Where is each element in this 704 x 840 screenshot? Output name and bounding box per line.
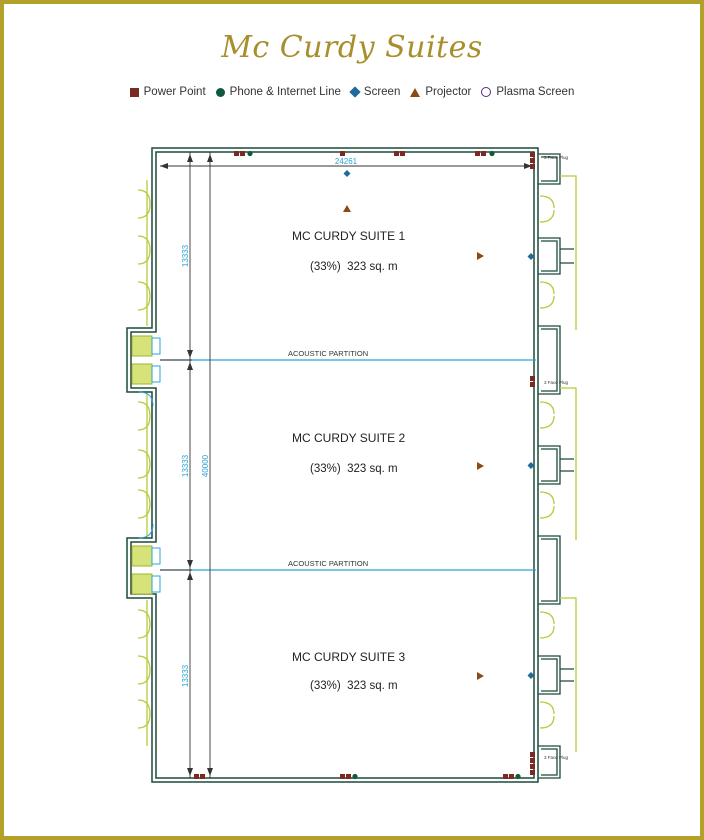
legend-label: Plasma Screen (496, 86, 575, 98)
acoustic-partitions (160, 359, 536, 571)
power-point-icon (530, 764, 535, 769)
legend-item-power-point: Power Point (129, 86, 206, 98)
suite-1-name: MC CURDY SUITE 1 (292, 229, 405, 243)
face-plug-label-1: 3 Face Plug (544, 155, 569, 160)
screens (343, 170, 535, 679)
plasma-screen-icon (481, 87, 492, 97)
power-point-icon (340, 774, 345, 779)
power-point-icon (475, 151, 480, 156)
width-dimension: 24261 (335, 157, 358, 166)
suite-3-area: (33%) 323 sq. m (310, 680, 398, 692)
legend-item-phone-internet: Phone & Internet Line (215, 86, 341, 98)
projector-icon (410, 87, 421, 97)
power-point-icon (530, 752, 535, 757)
power-point-icon (240, 151, 245, 156)
phone-internet-icon (215, 87, 225, 97)
power-point-icon (234, 151, 239, 156)
phone-internet-icon (515, 773, 521, 780)
suite-2-area: (33%) 323 sq. m (310, 463, 398, 475)
phone-internet-icon (247, 150, 253, 157)
power-point-icon (530, 158, 535, 163)
phone-lines (247, 150, 521, 780)
partition-label-2: ACOUSTIC PARTITION (288, 559, 368, 568)
power-point-icon (530, 382, 535, 387)
projectors (343, 205, 484, 680)
legend-label: Projector (425, 86, 472, 98)
right-doors (539, 175, 577, 752)
screen-icon (527, 462, 535, 469)
left-doors (137, 180, 151, 746)
legend-label: Screen (363, 86, 401, 98)
suite-1-height-dimension: 13333 (181, 244, 190, 267)
suite-2-name: MC CURDY SUITE 2 (292, 431, 405, 445)
suite-3-height-dimension: 13333 (181, 664, 190, 687)
right-bays (538, 153, 574, 779)
face-plug-label-3: 3 Face Plug (544, 755, 569, 760)
power-points (194, 151, 535, 779)
outer-walls (126, 147, 539, 783)
power-point-icon (530, 164, 535, 169)
page-title: Mc Curdy Suites (221, 30, 483, 65)
power-point-icon (400, 151, 405, 156)
power-point-icon (129, 87, 139, 97)
power-point-icon (503, 774, 508, 779)
power-point-icon (346, 774, 351, 779)
total-height-dimension: 40000 (201, 454, 210, 477)
partition-label-1: ACOUSTIC PARTITION (288, 349, 368, 358)
left-door-swings (138, 391, 154, 539)
suite-1-area: (33%) 323 sq. m (310, 261, 398, 273)
service-blocks (131, 335, 161, 595)
legend-label: Phone & Internet Line (229, 86, 341, 98)
power-point-icon (530, 152, 535, 157)
power-point-icon (340, 151, 345, 156)
suite-3-name: MC CURDY SUITE 3 (292, 650, 405, 664)
power-point-icon (530, 376, 535, 381)
suite-2-height-dimension: 13333 (181, 454, 190, 477)
power-point-icon (530, 770, 535, 775)
projector-icon (477, 672, 484, 680)
power-point-icon (200, 774, 205, 779)
projector-icon (477, 252, 484, 260)
screen-icon (527, 672, 535, 679)
projector-icon (477, 462, 484, 470)
legend-item-plasma-screen: Plasma Screen (481, 86, 574, 98)
power-point-icon (394, 151, 399, 156)
phone-internet-icon (352, 773, 358, 780)
screen-icon (527, 253, 535, 260)
screen-icon (343, 170, 351, 177)
face-plug-label-2: 3 Face Plug (544, 380, 569, 385)
phone-internet-icon (489, 150, 495, 157)
legend-label: Power Point (143, 86, 206, 98)
legend-item-screen: Screen (349, 86, 401, 98)
legend-item-projector: Projector (410, 86, 471, 98)
power-point-icon (194, 774, 199, 779)
legend: Power Point Phone & Internet Line Screen… (0, 86, 704, 98)
power-point-icon (509, 774, 514, 779)
dimension-lines (160, 152, 532, 778)
power-point-icon (530, 758, 535, 763)
power-point-icon (481, 151, 486, 156)
dimension-arrows (160, 154, 532, 776)
projector-icon (343, 205, 351, 212)
